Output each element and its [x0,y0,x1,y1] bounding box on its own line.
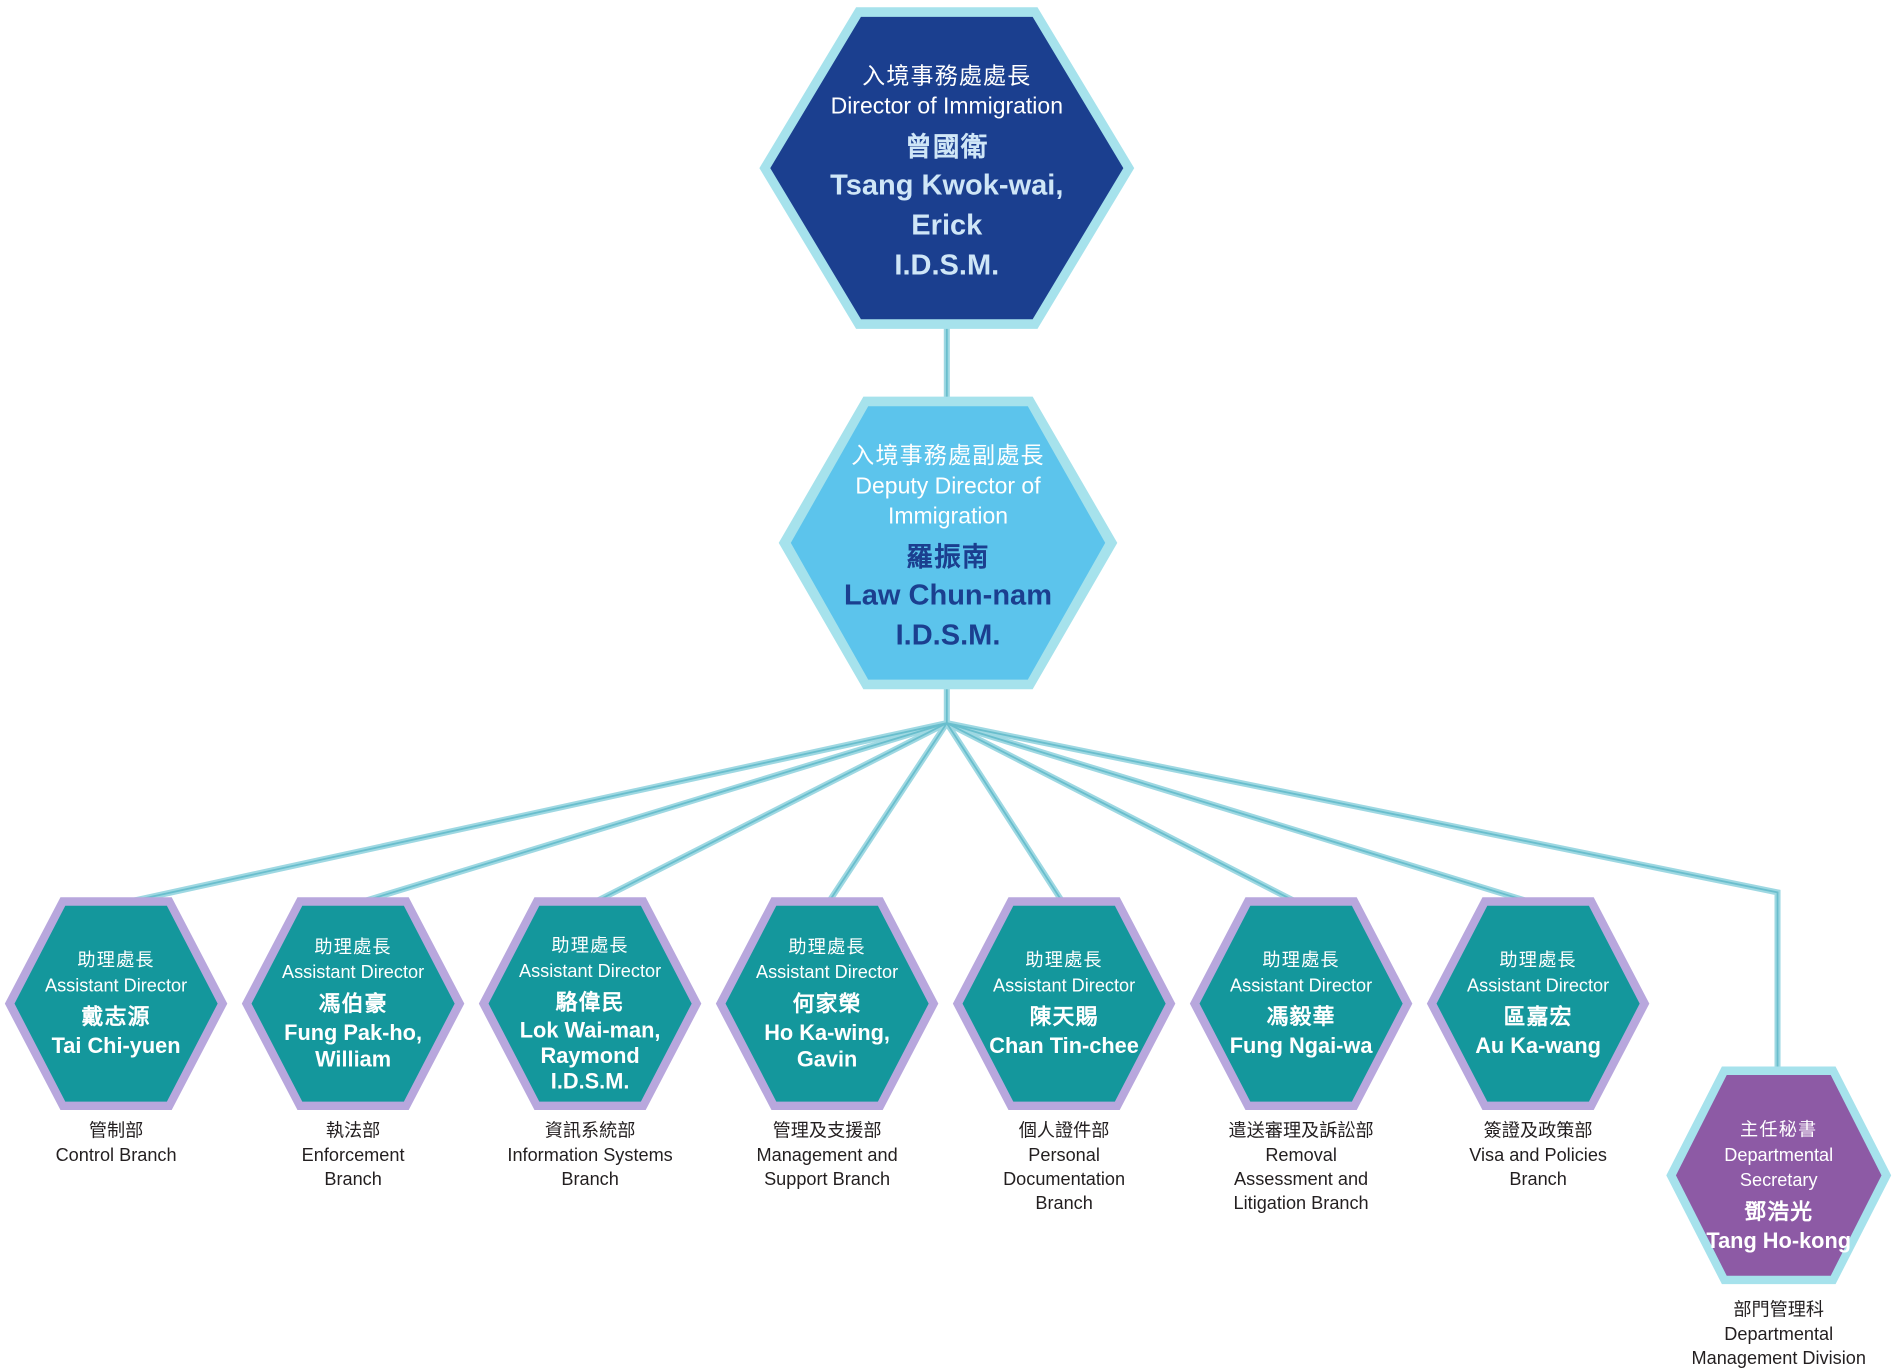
ad-name-en-line: Raymond [540,1042,640,1068]
ad-title-en: Assistant Director [45,975,188,997]
branch-label-7: 簽證及政策部 Visa and Policies Branch [1429,1120,1647,1193]
branch-line: 個人證件部 [1018,1120,1110,1142]
branch-line: 管理及支援部 [772,1120,882,1142]
ad-title-en: Assistant Director [1230,975,1373,997]
ad-title-zh: 助理處長 [314,937,392,958]
branch-line: 資訊系統部 [544,1120,636,1142]
secretary-title-en-1: Departmental [1724,1144,1834,1166]
branch-label-3: 資訊系統部 Information Systems Branch [481,1120,699,1193]
branch-line: Branch [324,1169,382,1190]
branch-line: Information Systems [507,1145,673,1166]
branch-line: 遣送審理及訴訟部 [1228,1120,1374,1142]
branch-line: Documentation [1003,1169,1126,1190]
assistant-director-node-1: 助理處長 Assistant Director 戴志源 Tai Chi-yuen [2,895,229,1113]
ad-name-en-line: Tai Chi-yuen [51,1033,181,1059]
branch-line: 執法部 [325,1120,381,1142]
branch-line: Branch [1509,1169,1567,1190]
secretary-title-zh: 主任秘書 [1740,1119,1818,1140]
ad-title-zh: 助理處長 [551,935,629,956]
division-line: Management Division [1691,1348,1866,1369]
assistant-director-node-3: 助理處長 Assistant Director 駱偉民 Lok Wai-man,… [476,895,703,1113]
branch-line: Visa and Policies [1469,1145,1608,1166]
ad-name-zh: 馮伯豪 [318,991,388,1016]
branch-line: Assessment and [1234,1169,1369,1190]
branch-line: 簽證及政策部 [1483,1120,1593,1142]
ad-title-zh: 助理處長 [77,950,155,971]
branch-line: Control Branch [55,1145,177,1166]
ad-title-zh: 助理處長 [1025,950,1103,971]
ad-name-en-line: Gavin [796,1047,858,1072]
deputy-node: 入境事務處副處長 Deputy Director of Immigration … [776,394,1119,691]
branch-line: Management and [756,1145,898,1166]
ad-name-en-line: William [315,1047,392,1072]
ad-title-zh: 助理處長 [1262,950,1340,971]
ad-title-en: Assistant Director [519,960,662,982]
ad-title-en: Assistant Director [1467,975,1610,997]
branch-label-6: 遣送審理及訴訟部 Removal Assessment and Litigati… [1192,1120,1410,1217]
secretary-name-zh: 鄧浩光 [1744,1198,1814,1224]
director-name-en-1: Tsang Kwok-wai, [830,168,1064,202]
assistant-director-node-2: 助理處長 Assistant Director 馮伯豪 Fung Pak-ho,… [239,895,466,1113]
ad-name-en-line: Fung Pak-ho, [284,1020,423,1045]
ad-title-en: Assistant Director [993,975,1136,997]
division-label: 部門管理科 Departmental Management Division [1670,1299,1888,1371]
branch-line: Personal [1028,1145,1100,1166]
ad-name-en-line: Ho Ka-wing, [764,1020,890,1045]
ad-name-zh: 區嘉宏 [1503,1004,1573,1030]
deputy-name-en: Law Chun-nam [844,578,1053,612]
branch-line: Support Branch [764,1169,891,1190]
ad-name-en-line: I.D.S.M. [550,1068,630,1093]
branch-line: Branch [561,1169,619,1190]
deputy-name-zh: 羅振南 [906,541,990,572]
ad-title-zh: 助理處長 [788,937,866,958]
secretary-title-en-2: Secretary [1739,1169,1818,1191]
deputy-title-en-1: Deputy Director of [855,473,1041,499]
branch-label-2: 執法部 Enforcement Branch [244,1120,462,1193]
ad-title-en: Assistant Director [756,962,899,984]
ad-name-zh: 陳天賜 [1029,1004,1099,1030]
branch-line: Enforcement [301,1145,405,1166]
ad-name-zh: 馮毅華 [1266,1004,1336,1030]
ad-name-en-line: Lok Wai-man, [519,1017,661,1042]
assistant-director-node-5: 助理處長 Assistant Director 陳天賜 Chan Tin-che… [950,895,1177,1113]
deputy-title-en-2: Immigration [888,503,1009,530]
branch-line: Branch [1035,1193,1093,1215]
branch-line: Removal [1265,1145,1337,1166]
deputy-honours: I.D.S.M. [895,618,1001,652]
assistant-director-node-6: 助理處長 Assistant Director 馮毅華 Fung Ngai-wa [1187,895,1414,1113]
assistant-director-node-7: 助理處長 Assistant Director 區嘉宏 Au Ka-wang [1424,895,1651,1113]
branch-line: 管制部 [88,1120,144,1142]
branch-label-4: 管理及支援部 Management and Support Branch [718,1120,936,1193]
ad-name-en-line: Au Ka-wang [1475,1033,1601,1059]
branch-line: Litigation Branch [1233,1193,1369,1215]
assistant-director-node-4: 助理處長 Assistant Director 何家榮 Ho Ka-wing, … [713,895,940,1113]
secretary-node: 主任秘書 Departmental Secretary 鄧浩光 Tang Ho-… [1664,1064,1894,1286]
ad-name-zh: 戴志源 [81,1004,151,1030]
branch-label-5: 個人證件部 Personal Documentation Branch [955,1120,1173,1217]
ad-name-zh: 何家榮 [792,991,862,1016]
ad-name-zh: 駱偉民 [555,989,625,1014]
ad-name-en-line: Chan Tin-chee [989,1033,1139,1059]
director-title-en: Director of Immigration [830,93,1063,120]
director-name-en-2: Erick [911,208,983,242]
director-name-zh: 曾國衛 [905,131,989,162]
director-honours: I.D.S.M. [894,248,1000,282]
director-title-zh: 入境事務處處長 [862,63,1032,89]
ad-title-en: Assistant Director [282,962,425,984]
director-node: 入境事務處處長 Director of Immigration 曾國衛 Tsan… [757,5,1137,331]
ad-title-zh: 助理處長 [1499,950,1577,971]
deputy-title-zh: 入境事務處副處長 [851,443,1045,469]
secretary-name-en: Tang Ho-kong [1706,1227,1852,1253]
division-line: Departmental [1724,1324,1834,1345]
division-line: 部門管理科 [1733,1299,1825,1321]
branch-label-1: 管制部 Control Branch [7,1120,225,1168]
ad-name-en-line: Fung Ngai-wa [1229,1033,1373,1059]
